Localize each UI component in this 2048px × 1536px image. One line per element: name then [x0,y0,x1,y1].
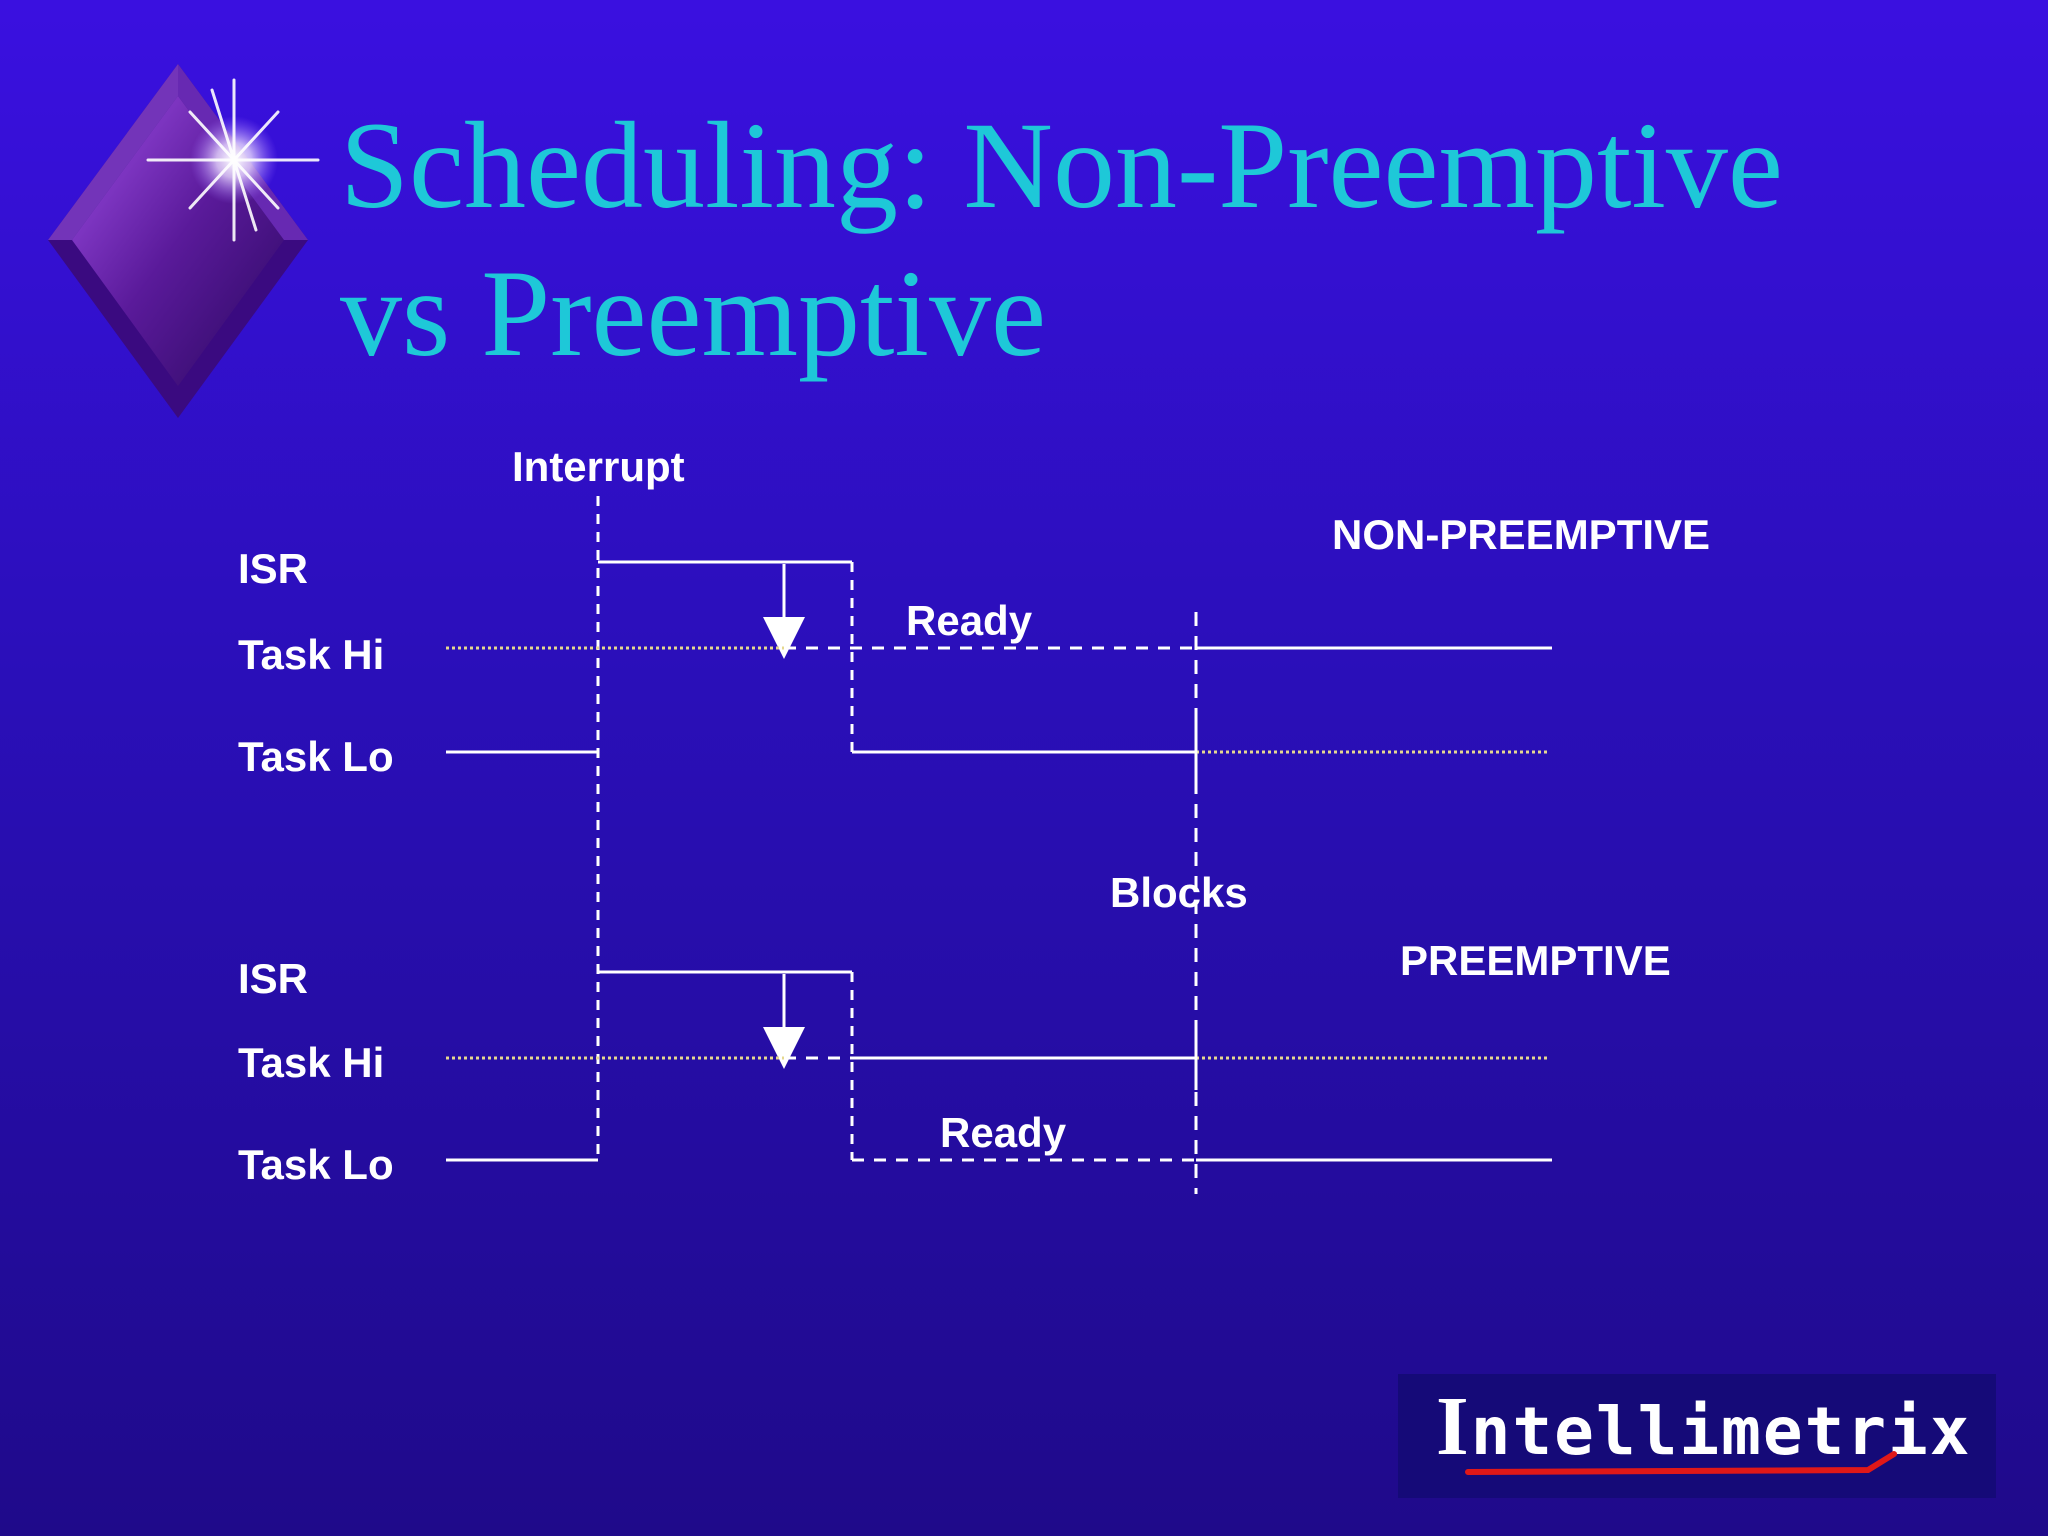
title-line-2: vs Preemptive [340,245,1046,382]
p-heading: PREEMPTIVE [1400,937,1671,984]
blocks-label: Blocks [1110,869,1248,916]
np-tasklo-label: Task Lo [238,733,394,780]
interrupt-label: Interrupt [512,443,685,490]
p-tasklo-label: Task Lo [238,1141,394,1188]
np-taskhi-label: Task Hi [238,631,385,678]
logo-first-letter: I [1436,1380,1471,1473]
p-isr-label: ISR [238,955,309,1002]
np-isr-label: ISR [238,545,309,592]
np-heading: NON-PREEMPTIVE [1332,511,1711,558]
np-ready-label: Ready [906,597,1033,644]
company-logo: Intellimetrix [1398,1374,1996,1498]
slide-title: Scheduling: Non-Preemptive vs Preemptive [340,92,1783,388]
logo-underline-icon [1465,1451,1897,1475]
p-ready-label: Ready [940,1109,1067,1156]
p-taskhi-label: Task Hi [238,1039,385,1086]
diamond-logo-icon [48,64,320,418]
title-line-1: Scheduling: Non-Preemptive [340,97,1783,234]
